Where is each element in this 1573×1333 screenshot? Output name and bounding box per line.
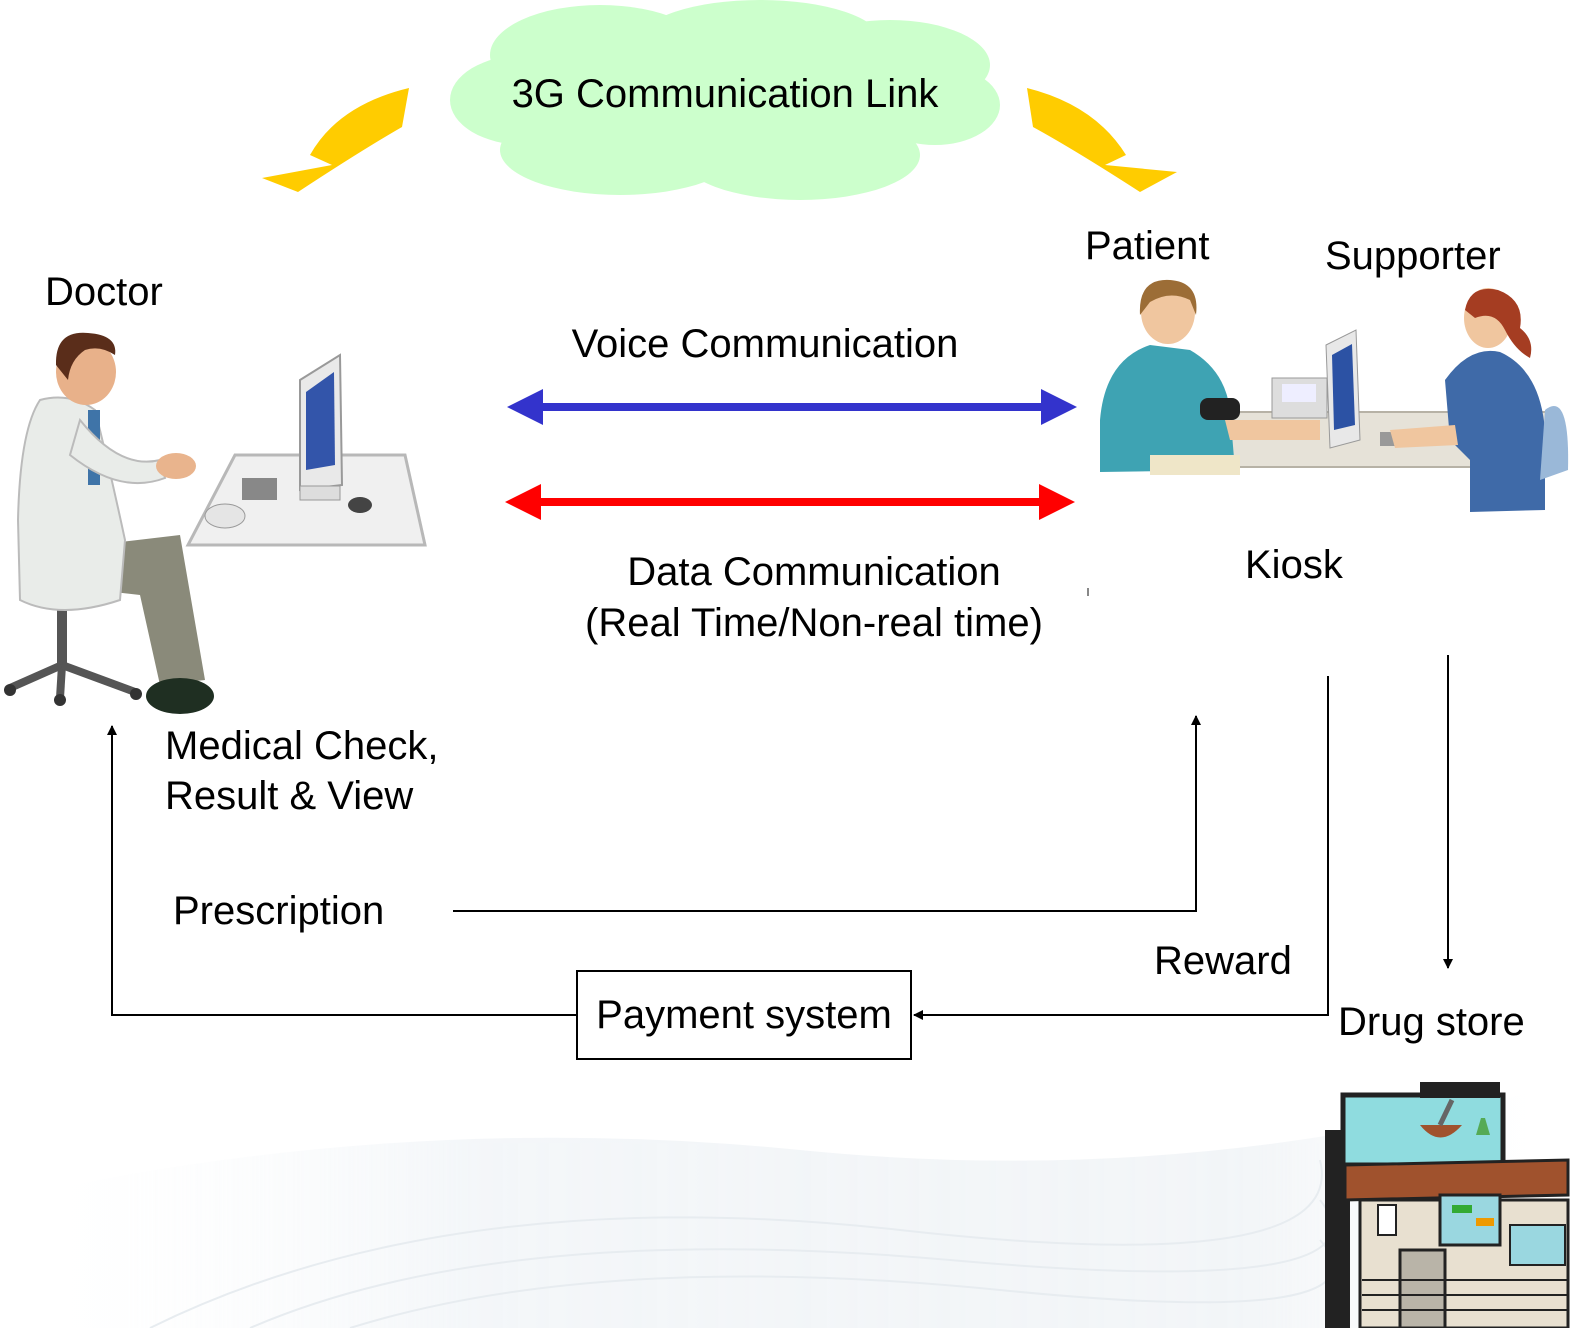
prescription-label: Prescription xyxy=(173,889,385,933)
cloud-label: 3G Communication Link xyxy=(511,72,939,116)
reward-label: Reward xyxy=(1154,939,1292,983)
supporter-label: Supporter xyxy=(1325,234,1501,278)
drugstore-icon xyxy=(1325,1082,1570,1330)
payment-to-doctor-line xyxy=(107,725,576,1016)
supporter-icon xyxy=(1390,288,1569,512)
yellow-arrow-right xyxy=(1027,88,1177,192)
patient-icon xyxy=(1100,279,1320,475)
payment-system-box: Payment system xyxy=(576,970,912,1060)
prescription-flow-line xyxy=(453,715,1201,912)
doctor-at-desk-icon xyxy=(4,332,427,714)
payment-system-label: Payment system xyxy=(596,992,892,1037)
drugstore-label: Drug store xyxy=(1338,1000,1525,1044)
cloud-shape xyxy=(450,0,1000,200)
data-arrow xyxy=(505,484,1075,520)
patient-label: Patient xyxy=(1085,224,1210,268)
medical-check-label: Medical Check, xyxy=(165,724,439,768)
voice-communication-label: Voice Communication xyxy=(571,322,959,366)
data-communication-label: Data Communication xyxy=(627,550,1001,594)
data-communication-sublabel: (Real Time/Non-real time) xyxy=(585,601,1043,645)
background-wave xyxy=(0,1080,1573,1329)
kiosk-scene-icon xyxy=(1100,279,1569,512)
doctor-label: Doctor xyxy=(45,270,163,314)
result-view-label: Result & View xyxy=(165,774,414,818)
flow-lines xyxy=(107,588,1453,1020)
yellow-arrow-left xyxy=(262,88,409,192)
voice-arrow xyxy=(507,389,1077,425)
reward-flow-line xyxy=(913,676,1329,1020)
kiosk-label: Kiosk xyxy=(1245,543,1343,587)
